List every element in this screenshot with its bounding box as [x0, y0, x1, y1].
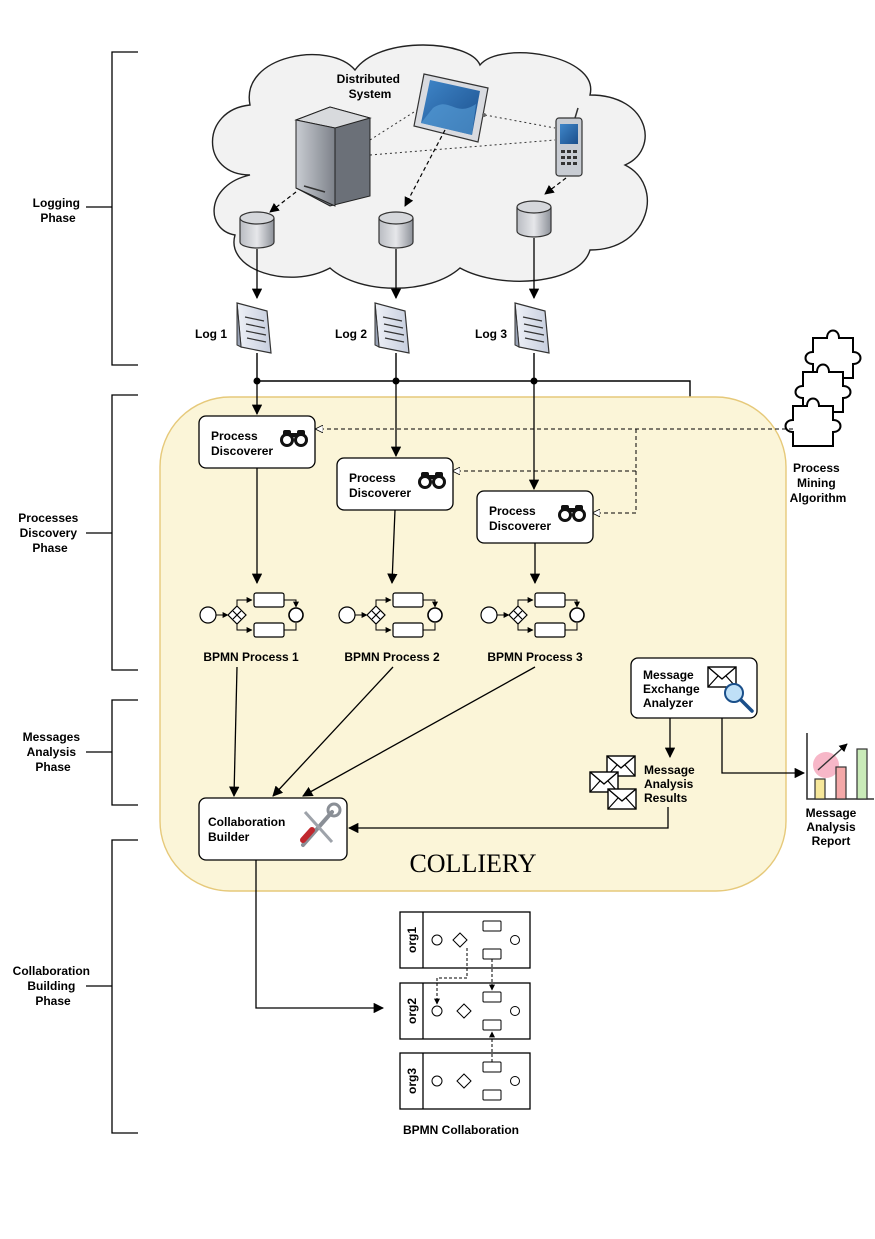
phase-bracket-discovery: Processes Discovery Phase — [18, 394, 138, 671]
collaboration-caption: BPMN Collaboration — [403, 1123, 519, 1137]
server-icon — [294, 106, 372, 207]
distributed-system-cloud: Distributed System — [212, 44, 648, 289]
bpmn-process-2: BPMN Process 2 — [339, 593, 442, 664]
phase-label-discovery: Processes Discovery Phase — [18, 511, 81, 555]
document-icon — [374, 302, 410, 354]
bpmn-process-1: BPMN Process 1 — [200, 593, 303, 664]
log-2: Log 2 — [335, 302, 410, 354]
mobile-phone-icon — [555, 107, 583, 177]
document-icon — [236, 302, 272, 354]
svg-text:BPMN Process 1: BPMN Process 1 — [203, 650, 299, 664]
magnifier-icon — [724, 683, 754, 713]
network-links — [369, 104, 556, 156]
database-icon-3 — [516, 200, 552, 238]
algorithm-feed — [316, 429, 793, 513]
phase-bracket-messages: Messages Analysis Phase — [23, 699, 138, 806]
process-mining-algorithm: Process Mining Algorithm — [784, 329, 862, 505]
log-label: Log 3 — [475, 327, 507, 341]
log-1: Log 1 — [195, 302, 272, 354]
database-icon-2 — [378, 211, 414, 249]
bpmn-process-3: BPMN Process 3 — [481, 593, 584, 664]
database-icon-1 — [239, 211, 275, 249]
distributed-system-title: Distributed System — [337, 72, 404, 101]
algorithm-label: Process Mining Algorithm — [790, 461, 847, 505]
svg-text:BPMN Process 2: BPMN Process 2 — [344, 650, 440, 664]
bpmn-collaboration: org1 org2 org3 — [399, 911, 531, 1137]
phase-bracket-collaboration: Collaboration Building Phase — [13, 839, 138, 1134]
log-label: Log 2 — [335, 327, 367, 341]
lane-label: org1 — [405, 927, 419, 953]
lane-label: org2 — [405, 998, 419, 1024]
svg-text:BPMN Process 3: BPMN Process 3 — [487, 650, 583, 664]
phase-bracket-logging: Logging Phase — [33, 51, 138, 366]
document-icon — [514, 302, 550, 354]
tools-icon — [300, 802, 342, 847]
puzzle-icon — [784, 329, 862, 447]
bar-chart-icon — [806, 733, 874, 800]
log-label: Log 1 — [195, 327, 227, 341]
lane-label: org3 — [405, 1068, 419, 1094]
system-name: COLLIERY — [409, 849, 536, 878]
tablet-icon — [413, 73, 489, 143]
phase-label-messages: Messages Analysis Phase — [23, 730, 84, 774]
log-3: Log 3 — [475, 302, 550, 354]
phase-label-logging: Logging Phase — [33, 196, 84, 225]
phase-label-collaboration: Collaboration Building Phase — [13, 964, 94, 1008]
